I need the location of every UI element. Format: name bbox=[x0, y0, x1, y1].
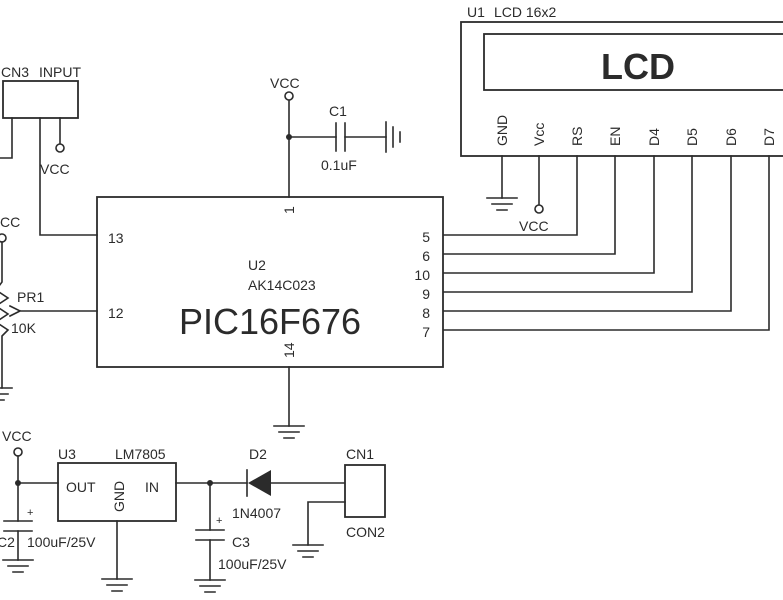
cn3-name: INPUT bbox=[39, 64, 81, 80]
lcd-vcc-wire: VCC bbox=[519, 155, 549, 234]
u3-part: LM7805 bbox=[115, 446, 166, 462]
mcu-pin-13: 13 bbox=[108, 230, 124, 246]
lcd-module[interactable]: LCD U1 LCD 16x2 GND Vcc RS EN D4 D5 D6 D… bbox=[460, 4, 783, 157]
u3-ref: U3 bbox=[58, 446, 76, 462]
vcc-label-reg: VCC bbox=[2, 428, 32, 444]
lcd-pin-gnd: GND bbox=[494, 115, 510, 146]
c1-ref: C1 bbox=[329, 103, 347, 119]
u3-pin-in: IN bbox=[145, 479, 159, 495]
vcc-label-lcd: VCC bbox=[519, 218, 549, 234]
lcd-data-wires bbox=[442, 155, 770, 331]
mcu-pin-7: 7 bbox=[422, 324, 430, 340]
cn3-wires: VCC bbox=[0, 117, 98, 236]
trimmer-pr1[interactable]: CC PR1 10K bbox=[0, 214, 98, 401]
mcu-pin-vss: 14 bbox=[281, 342, 297, 358]
mcu-pin-10: 10 bbox=[414, 267, 430, 283]
diode-d2[interactable]: D2 1N4007 bbox=[232, 446, 346, 521]
lcd-pin-d7: D7 bbox=[761, 128, 777, 146]
lcd-gnd-wire bbox=[486, 155, 518, 211]
mcu-pin-6: 6 bbox=[422, 248, 430, 264]
d2-part: 1N4007 bbox=[232, 505, 281, 521]
pr1-ref: PR1 bbox=[17, 289, 44, 305]
mcu-pin-9: 9 bbox=[422, 286, 430, 302]
cn1-gnd-wire bbox=[292, 501, 346, 558]
regulator-wires: VCC bbox=[2, 428, 248, 592]
lcd-pin-vcc: Vcc bbox=[531, 123, 547, 146]
lcd-pin-d5: D5 bbox=[684, 128, 700, 146]
cn1-connector[interactable]: CN1 CON2 bbox=[344, 446, 386, 540]
capacitor-c1[interactable]: C1 0.1uF bbox=[321, 103, 401, 173]
lcd-part: LCD 16x2 bbox=[494, 4, 556, 20]
cn3-ref: CN3 bbox=[1, 64, 29, 80]
mcu-pin-vdd: 1 bbox=[281, 206, 297, 214]
lcd-ref: U1 bbox=[467, 4, 485, 20]
vcc-label-c1: VCC bbox=[270, 75, 300, 91]
u3-pin-gnd: GND bbox=[111, 481, 127, 512]
c1-value: 0.1uF bbox=[321, 157, 357, 173]
mcu-pin-5: 5 bbox=[422, 229, 430, 245]
lcd-pin-d6: D6 bbox=[723, 128, 739, 146]
pic-mcu[interactable]: U2 AK14C023 PIC16F676 1 14 13 12 5 6 10 … bbox=[96, 196, 444, 368]
mcu-pin-8: 8 bbox=[422, 305, 430, 321]
lcd-screen-text: LCD bbox=[601, 46, 675, 87]
capacitor-c2[interactable]: + C2 100uF/25V bbox=[0, 507, 96, 573]
vss-net bbox=[273, 366, 305, 439]
vcc-label-cn3: VCC bbox=[40, 161, 70, 177]
lcd-pin-labels: GND Vcc RS EN D4 D5 D6 D7 bbox=[494, 115, 777, 146]
c3-value: 100uF/25V bbox=[218, 556, 287, 572]
vdd-net: VCC bbox=[270, 75, 337, 198]
cn3-input-connector[interactable]: CN3 INPUT bbox=[1, 64, 81, 119]
capacitor-c3[interactable]: + C3 100uF/25V bbox=[194, 515, 287, 593]
mcu-code: AK14C023 bbox=[248, 277, 316, 293]
cn1-ref: CN1 bbox=[346, 446, 374, 462]
u3-pin-out: OUT bbox=[66, 479, 96, 495]
mcu-pin-12: 12 bbox=[108, 305, 124, 321]
c3-ref: C3 bbox=[232, 534, 250, 550]
c2-polarity: + bbox=[27, 507, 33, 519]
regulator-u3[interactable]: U3 LM7805 OUT IN GND bbox=[57, 446, 177, 522]
pr1-value: 10K bbox=[11, 320, 37, 336]
lcd-pin-en: EN bbox=[607, 127, 623, 146]
vcc-label-pr1: CC bbox=[0, 214, 20, 230]
cn1-part: CON2 bbox=[346, 524, 385, 540]
d2-ref: D2 bbox=[249, 446, 267, 462]
lcd-pin-rs: RS bbox=[569, 127, 585, 146]
mcu-part: PIC16F676 bbox=[179, 301, 361, 342]
c2-ref: C2 bbox=[0, 534, 15, 550]
c3-polarity: + bbox=[216, 515, 222, 527]
lcd-pin-d4: D4 bbox=[646, 128, 662, 146]
mcu-ref: U2 bbox=[248, 257, 266, 273]
c2-value: 100uF/25V bbox=[27, 534, 96, 550]
